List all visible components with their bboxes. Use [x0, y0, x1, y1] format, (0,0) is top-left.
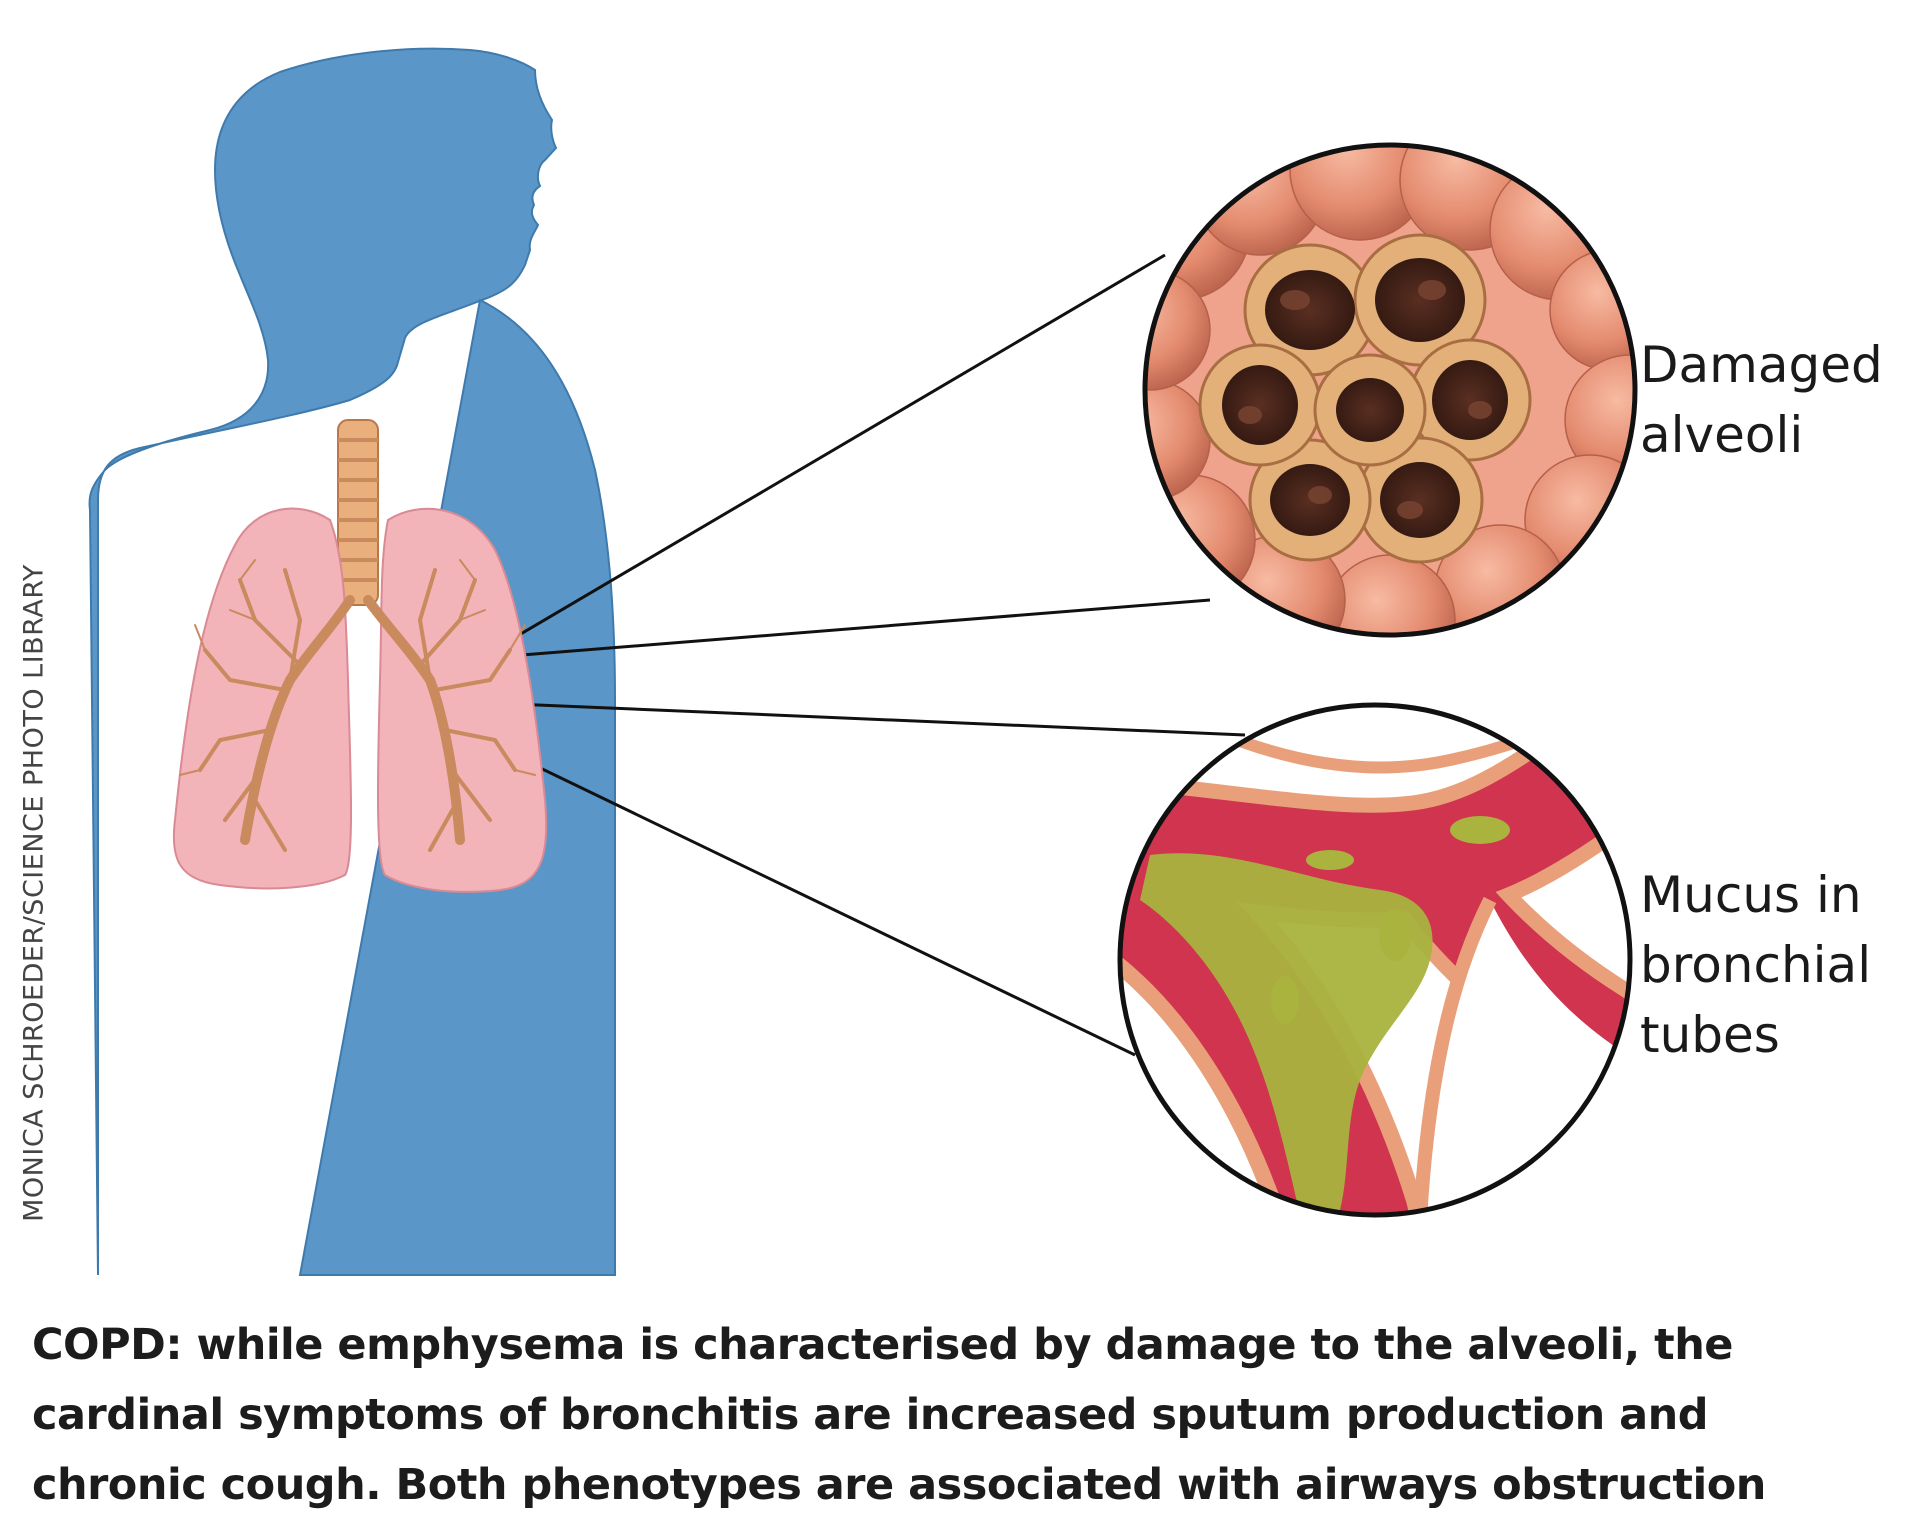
callout-mucus-line1: Mucus in: [1640, 866, 1862, 924]
right-lung: [376, 507, 548, 893]
caption-line1: COPD: while emphysema is characterised b…: [32, 1320, 1733, 1370]
callout-label-damaged-alveoli: Damaged alveoli: [1640, 330, 1883, 470]
bronchial-tube-magnified-circle: [1117, 702, 1633, 1218]
callout-mucus-line2: bronchial: [1640, 936, 1872, 994]
figure-caption: COPD: while emphysema is characterised b…: [32, 1310, 1892, 1520]
photo-credit: MONICA SCHROEDER/SCIENCE PHOTO LIBRARY: [10, 505, 58, 1280]
caption-line2: cardinal symptoms of bronchitis are incr…: [32, 1390, 1709, 1440]
bronchial-tree: [179, 559, 536, 852]
human-silhouette: [88, 47, 558, 1276]
callout-mucus-line3: tubes: [1640, 1006, 1780, 1064]
photo-credit-text: MONICA SCHROEDER/SCIENCE PHOTO LIBRARY: [18, 563, 50, 1222]
callout-label-mucus-bronchial-tubes: Mucus in bronchial tubes: [1640, 860, 1871, 1070]
left-lung: [172, 507, 353, 890]
callout-alveoli-line2: alveoli: [1640, 406, 1804, 464]
caption-line3: chronic cough. Both phenotypes are assoc…: [32, 1460, 1766, 1510]
callout-alveoli-line1: Damaged: [1640, 336, 1883, 394]
alveoli-magnified-circle: [1142, 142, 1638, 638]
copd-illustration: [88, 47, 1638, 1276]
leader-lines: [419, 253, 1246, 1057]
trachea: [337, 419, 379, 606]
